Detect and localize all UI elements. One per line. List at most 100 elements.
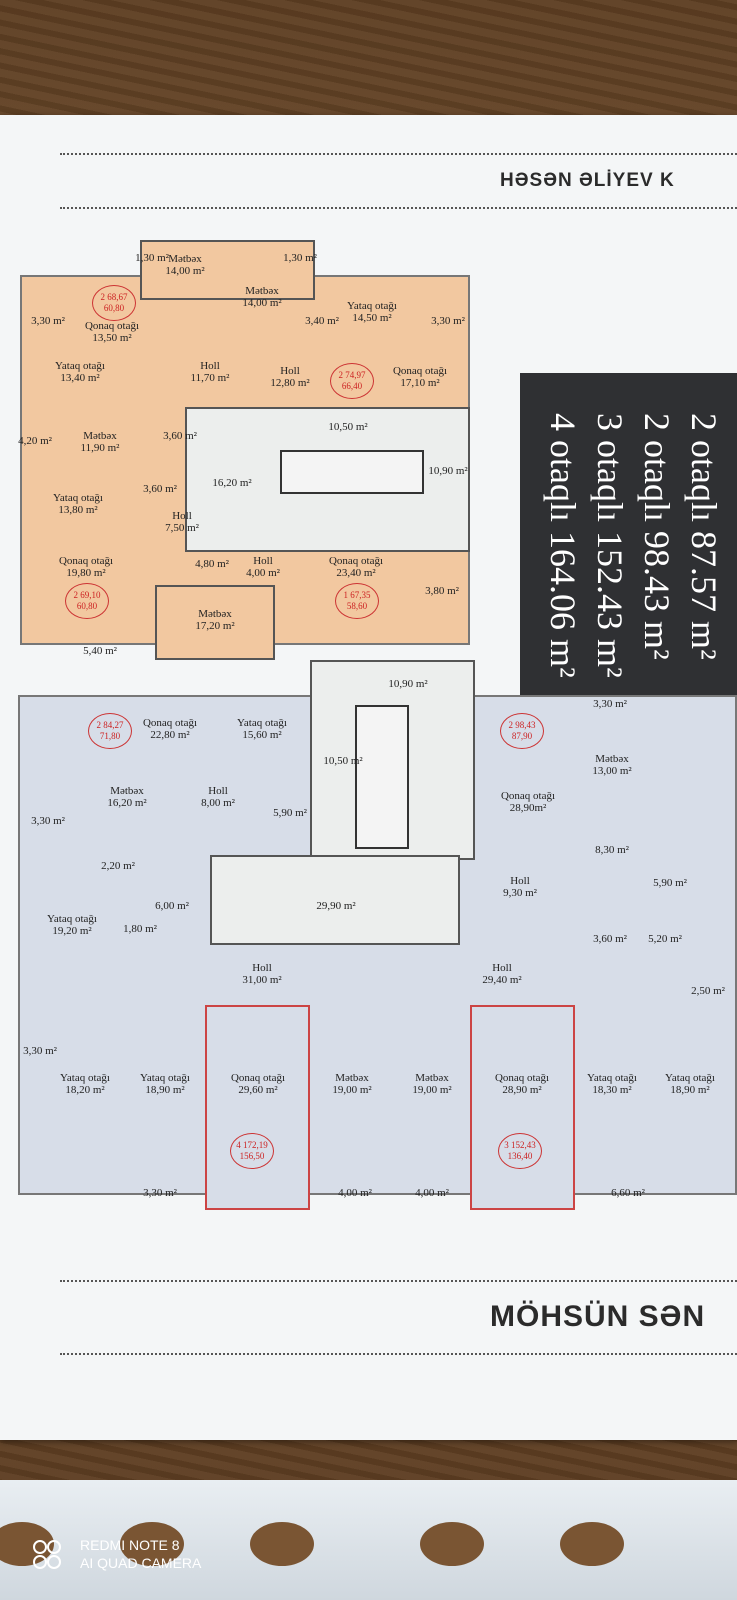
area-label: 3,30 m² — [431, 315, 465, 327]
area-label: 8,30 m² — [595, 844, 629, 856]
size-line: 4 otaqlı 164.06 m² — [543, 413, 583, 678]
area-label: 16,20 m² — [212, 477, 252, 489]
area-label: 5,40 m² — [83, 645, 117, 657]
street-name-top: HƏSƏN ƏLİYEV K — [500, 170, 675, 191]
area-label: 4,80 m² — [195, 558, 229, 570]
area-label: 6,00 m² — [155, 900, 189, 912]
upper-top-rooms — [140, 240, 315, 300]
dotted-line — [60, 153, 737, 155]
binder-hole — [420, 1522, 484, 1566]
area-label: 10,50 m² — [328, 421, 368, 433]
area-label: 2,50 m² — [691, 985, 725, 997]
binder-hole — [560, 1522, 624, 1566]
elevator-shaft — [280, 450, 424, 494]
camera-model: REDMI NOTE 8 — [80, 1537, 180, 1553]
size-line: 3 otaqlı 152.43 m² — [590, 413, 630, 678]
area-label: 5,90 m² — [653, 877, 687, 889]
area-label: 3,40 m² — [305, 315, 339, 327]
area-label: 3,60 m² — [163, 430, 197, 442]
size-line: 2 otaqlı 98.43 m² — [637, 413, 677, 660]
area-label: 10,90 m² — [388, 678, 428, 690]
camera-watermark: REDMI NOTE 8 AI QUAD CAMERA — [30, 1536, 201, 1572]
area-label: 5,90 m² — [273, 807, 307, 819]
elevator-shaft — [355, 705, 409, 849]
area-label: 3,30 m² — [31, 815, 65, 827]
lower-living-room — [470, 1005, 575, 1210]
binder-hole — [120, 1522, 184, 1566]
dotted-line — [60, 207, 737, 209]
area-label: 1,30 m² — [283, 252, 317, 264]
camera-subtitle: AI QUAD CAMERA — [80, 1555, 202, 1571]
area-label: 3,30 m² — [31, 315, 65, 327]
lower-living-room — [205, 1005, 310, 1210]
size-line: 2 otaqlı 87.57 m² — [684, 413, 724, 660]
area-label: 6,60 m² — [611, 1187, 645, 1199]
area-label: 3,30 m² — [23, 1045, 57, 1057]
area-label: 10,90 m² — [428, 465, 468, 477]
area-label: 1,30 m² — [135, 252, 169, 264]
area-label: 4,20 m² — [18, 435, 52, 447]
area-label: 2,20 m² — [101, 860, 135, 872]
camera-logo-icon — [33, 1540, 61, 1569]
street-name-bottom: MÖHSÜN SƏN — [490, 1300, 706, 1333]
dotted-line — [60, 1280, 737, 1282]
area-label: 4,00 m² — [415, 1187, 449, 1199]
area-label: 3,30 m² — [143, 1187, 177, 1199]
area-label: 3,60 m² — [593, 933, 627, 945]
area-label: 10,50 m² — [323, 755, 363, 767]
area-label: 29,90 m² — [316, 900, 356, 912]
binder-hole — [250, 1522, 314, 1566]
area-label: 3,30 m² — [593, 698, 627, 710]
dotted-line — [60, 1353, 737, 1355]
lower-corridor — [210, 855, 460, 945]
area-label: 3,80 m² — [425, 585, 459, 597]
area-label: 3,60 m² — [143, 483, 177, 495]
area-label: 5,20 m² — [648, 933, 682, 945]
upper-kitchen-bottom — [155, 585, 275, 660]
area-label: 4,00 m² — [338, 1187, 372, 1199]
area-label: 1,80 m² — [123, 923, 157, 935]
